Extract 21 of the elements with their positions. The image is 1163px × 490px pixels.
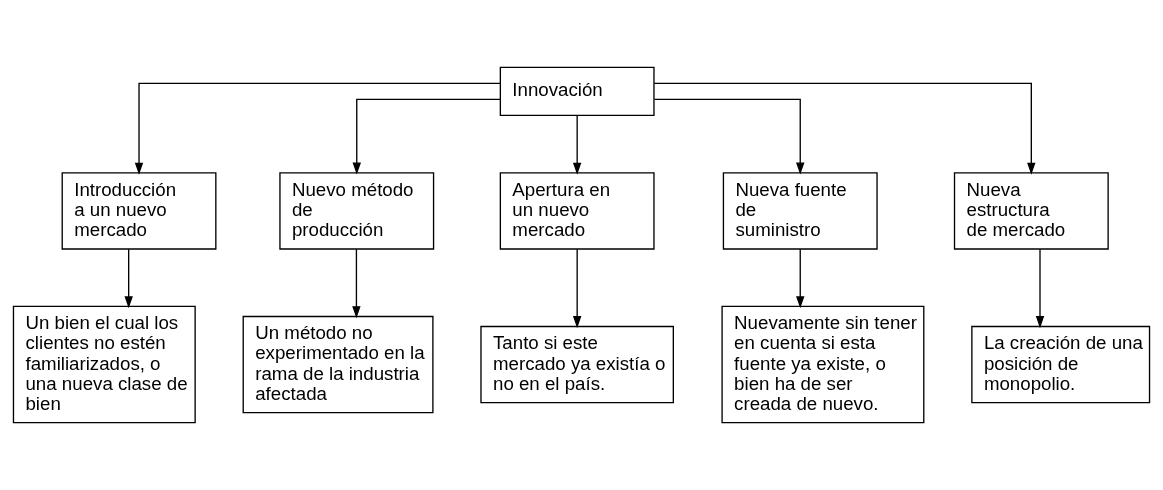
node-box: Nueva fuente de suministro bbox=[722, 172, 878, 250]
node-box: Innovación bbox=[499, 66, 655, 117]
node-box: Nuevo método de producción bbox=[279, 172, 435, 250]
node-box: Nuevamente sin tener en cuenta si esta fuente ya existe, o bien ha de ser creada de nuevo. bbox=[721, 305, 925, 424]
arrow bbox=[796, 248, 805, 309]
node-box: Introducción a un nuevo mercado bbox=[61, 172, 217, 250]
node-box: Apertura en un nuevo mercado bbox=[499, 172, 655, 250]
node-box: Tanto si este mercado ya existía o no en el país. bbox=[480, 325, 674, 404]
node-box: Nueva estructura de mercado bbox=[953, 172, 1109, 250]
arrow bbox=[352, 248, 361, 319]
arrow bbox=[653, 82, 1036, 175]
arrow bbox=[352, 98, 501, 175]
arrow bbox=[134, 82, 501, 175]
node-box: Un método no experimentado en la rama de la industria afectada bbox=[242, 315, 434, 414]
arrow bbox=[572, 114, 582, 175]
arrow bbox=[572, 248, 582, 329]
arrow bbox=[1035, 248, 1045, 329]
node-box: Un bien el cual los clientes no estén familiarizados, o una nueva clase de bien bbox=[12, 305, 196, 424]
node-box: La creación de una posición de monopolio. bbox=[971, 325, 1151, 404]
arrow bbox=[653, 98, 805, 175]
arrow bbox=[124, 248, 133, 309]
